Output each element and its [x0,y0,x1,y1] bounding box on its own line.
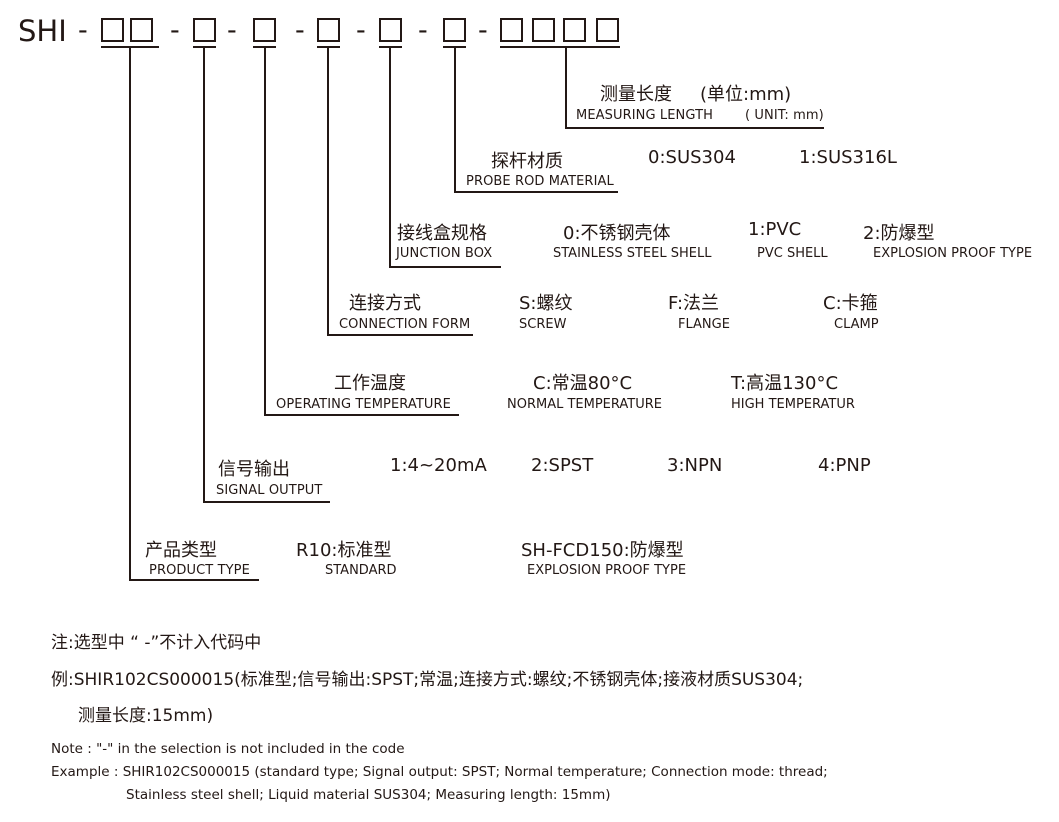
product-option: SH-FCD150:防爆型 [521,540,684,561]
separator: - [227,15,237,46]
connector-vertical [454,47,456,193]
temperature-label-cn: 工作温度 [334,373,406,394]
code-box [130,18,153,42]
connector-horizontal [129,579,259,581]
code-box [101,18,124,42]
connector-horizontal [264,414,459,416]
length-label-cn: 测量长度 [600,84,672,105]
example-en-line1: Example : SHIR102CS000015 (standard type… [51,764,828,780]
connection-option: F:法兰 [668,293,720,314]
example-en-line2: Stainless steel shell; Liquid material S… [126,787,611,803]
connection-option-en: SCREW [519,317,567,332]
temperature-option: C:常温80°C [533,373,633,394]
junction-option-en: PVC SHELL [757,246,828,261]
junction-label-cn: 接线盒规格 [397,223,487,244]
connector-horizontal [327,334,473,336]
temperature-option-en: NORMAL TEMPERATURE [507,397,662,412]
code-box [317,18,340,42]
code-box [253,18,276,42]
connector-vertical [203,47,205,503]
connection-option-en: CLAMP [834,317,879,332]
temperature-option-en: HIGH TEMPERATUR [731,397,855,412]
box-underline [500,46,620,48]
connection-label-en: CONNECTION FORM [339,317,471,332]
junction-option: 0:不锈钢壳体 [563,223,671,244]
length-unit-en: ( UNIT: mm) [745,108,824,123]
connector-horizontal [203,501,330,503]
code-box [596,18,619,42]
connector-horizontal [565,127,824,129]
separator: - [356,15,366,46]
material-label-en: PROBE ROD MATERIAL [466,174,614,189]
product-label-en: PRODUCT TYPE [149,563,250,578]
connector-vertical [565,47,567,129]
junction-option: 1:PVC [748,219,802,240]
separator: - [418,15,428,46]
separator: - [478,15,488,46]
code-box [563,18,586,42]
product-option: R10:标准型 [296,540,392,561]
separator: - [170,15,180,46]
material-option: 1:SUS316L [799,147,897,168]
junction-option: 2:防爆型 [863,223,935,244]
junction-option-en: EXPLOSION PROOF TYPE [873,246,1033,261]
product-option-en: EXPLOSION PROOF TYPE [527,563,687,578]
length-label-en: MEASURING LENGTH [576,108,713,123]
example-cn-line2: 测量长度:15mm) [78,706,214,726]
signal-option: 3:NPN [667,455,723,476]
signal-option: 2:SPST [531,455,594,476]
code-box [193,18,216,42]
code-box [443,18,466,42]
note-cn: 注:选型中 “ -”不计入代码中 [51,633,262,653]
connector-vertical [264,47,266,416]
example-cn-line1: 例:SHIR102CS000015(标准型;信号输出:SPST;常温;连接方式:… [51,670,804,690]
temperature-option: T:高温130°C [731,373,839,394]
separator: - [295,15,305,46]
connector-vertical [129,47,131,580]
note-en: Note : "-" in the selection is not inclu… [51,741,405,757]
code-box [532,18,555,42]
temperature-label-en: OPERATING TEMPERATURE [276,397,451,412]
junction-label-en: JUNCTION BOX [396,246,493,261]
code-box [379,18,402,42]
connector-vertical [327,47,329,336]
connection-label-cn: 连接方式 [349,293,421,314]
signal-label-en: SIGNAL OUTPUT [216,483,323,498]
signal-option: 4:PNP [818,455,871,476]
product-label-cn: 产品类型 [145,540,217,561]
connector-horizontal [389,266,501,268]
connection-option: C:卡箍 [823,293,878,314]
signal-option: 1:4~20mA [390,455,487,476]
code-box [500,18,523,42]
connection-option: S:螺纹 [519,293,573,314]
material-option: 0:SUS304 [648,147,736,168]
product-option-en: STANDARD [325,563,397,578]
signal-label-cn: 信号输出 [218,459,290,480]
junction-option-en: STAINLESS STEEL SHELL [553,246,712,261]
length-unit-cn: (单位:mm) [700,84,792,105]
connector-vertical [389,47,391,268]
material-label-cn: 探杆材质 [491,151,563,172]
connection-option-en: FLANGE [678,317,730,332]
separator: - [78,15,88,46]
code-prefix: SHI [18,14,67,48]
connector-horizontal [454,191,618,193]
